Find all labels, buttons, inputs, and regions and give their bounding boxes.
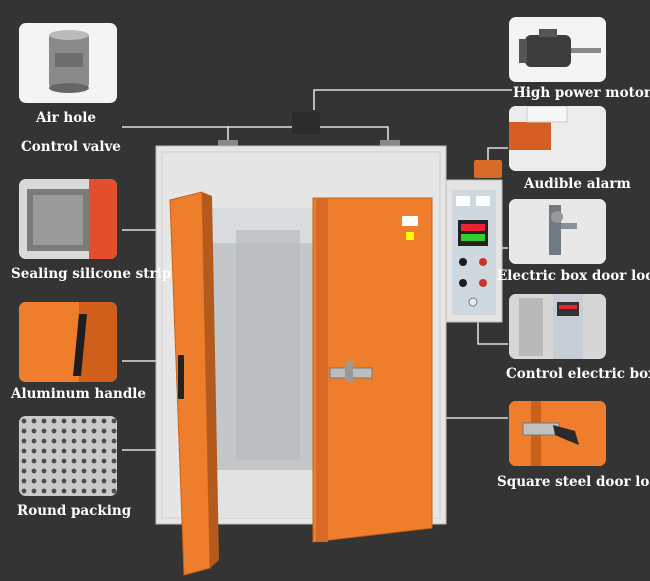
control-box-thumb bbox=[509, 294, 606, 359]
motor-label: High power motor bbox=[513, 85, 650, 101]
door-lock-elec-label: Electric box door lock bbox=[497, 268, 650, 284]
door-lock-elec-thumb bbox=[509, 199, 606, 264]
alarm-label: Audible alarm bbox=[524, 176, 631, 192]
air-hole-thumb bbox=[19, 23, 117, 103]
alarm-device bbox=[474, 160, 502, 178]
round-packing-thumb bbox=[19, 416, 117, 496]
top-motor-housing bbox=[292, 112, 320, 134]
alarm-thumb bbox=[509, 106, 606, 171]
aluminum-handle-thumb bbox=[19, 302, 117, 382]
control-box-label: Control electric box bbox=[506, 366, 650, 382]
steel-lock-thumb bbox=[509, 401, 606, 466]
steel-lock-label: Square steel door lock bbox=[497, 474, 650, 490]
round-packing-label: Round packing bbox=[17, 503, 132, 519]
sealing-strip-label: Sealing silicone strip bbox=[11, 266, 172, 282]
aluminum-handle-shape bbox=[178, 355, 184, 399]
motor-thumb bbox=[509, 17, 606, 82]
aluminum-handle-label: Aluminum handle bbox=[11, 386, 146, 402]
sealing-strip-thumb bbox=[19, 179, 117, 259]
air-hole-label: Air hole bbox=[36, 110, 96, 126]
control-valve-label: Control valve bbox=[21, 139, 121, 155]
